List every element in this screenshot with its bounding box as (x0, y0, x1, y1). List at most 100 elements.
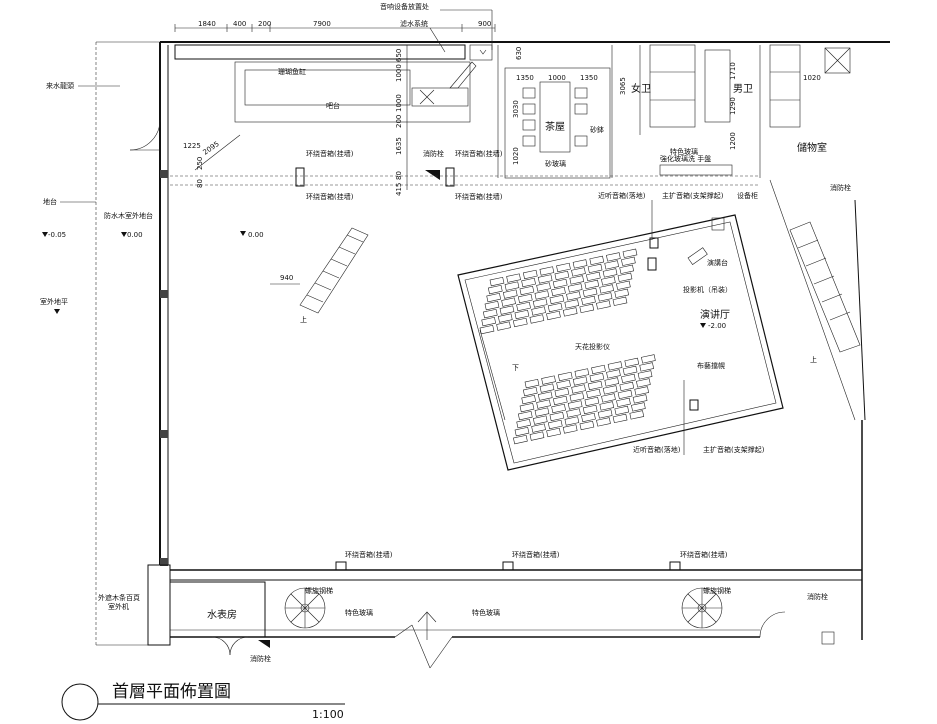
label-filter-system: 滤水系统 (400, 19, 428, 28)
seat (637, 370, 653, 380)
seat (539, 383, 555, 393)
seat (621, 373, 636, 384)
label-lectern: 演講台 (707, 258, 728, 267)
seat (581, 412, 596, 423)
seat (487, 284, 503, 295)
seat (604, 260, 620, 270)
seat (584, 396, 600, 407)
label-down: 下 (512, 364, 519, 372)
seat (641, 354, 656, 364)
seat (632, 394, 648, 404)
seat (579, 303, 595, 314)
seat (537, 391, 553, 401)
plan-title: 首層平面佈置圖 (112, 682, 231, 702)
dim-3030: 3030 (512, 100, 520, 118)
seat (582, 287, 598, 298)
label-water-meter: 水表房 (207, 608, 237, 621)
label-near-speaker-bottom: 近听音箱(落地) (633, 445, 681, 454)
seat (497, 313, 513, 323)
label-male-wc: 男卫 (733, 83, 753, 95)
seat (522, 386, 538, 397)
seat (619, 264, 635, 274)
seat (606, 369, 621, 379)
seat (513, 434, 528, 445)
seat (546, 427, 561, 438)
label-female-wc: 女卫 (631, 82, 651, 95)
seat (547, 302, 563, 313)
seat (622, 248, 638, 258)
seat (566, 291, 581, 301)
plan-scale: 1:100 (312, 708, 344, 721)
dim-415: 415 (395, 183, 403, 196)
dim-2095: 2095 (202, 140, 221, 157)
label-surround-speaker-5: 环绕音箱(挂墙) (345, 550, 393, 559)
dim-1350b: 1350 (580, 74, 598, 82)
label-surround-speaker-4: 环绕音箱(挂墙) (455, 192, 503, 201)
seat (514, 426, 530, 437)
seat (539, 266, 555, 276)
seat (586, 388, 601, 399)
dim-1840: 1840 (198, 20, 216, 28)
seat (506, 273, 521, 283)
seat (571, 267, 586, 277)
seat (631, 402, 646, 412)
seat (514, 309, 530, 320)
label-louver-outdoor-2: 室外机 (108, 602, 129, 611)
seat (612, 296, 628, 306)
seat (549, 411, 565, 422)
label-waterproof-platform: 防水木室外地台 (104, 211, 153, 220)
seating-rows (479, 248, 656, 445)
dim-400: 400 (233, 20, 246, 28)
label-surround-speaker-3: 环绕音箱(挂墙) (455, 149, 503, 158)
seat (481, 316, 497, 327)
seat (634, 386, 650, 396)
seat (596, 417, 611, 427)
seat (587, 380, 603, 391)
seat (607, 361, 623, 371)
label-coral-tank: 珊瑚鱼缸 (278, 67, 306, 76)
seat (547, 419, 563, 430)
seat (546, 310, 561, 321)
seat (606, 252, 621, 262)
seat (616, 397, 631, 408)
label-tempered-glass-sink: 強化玻璃洗 手盤 (660, 154, 711, 163)
dim-1020: 1020 (512, 147, 520, 165)
seat (599, 284, 615, 294)
dim-1000b: 1000 (395, 94, 403, 112)
seat (556, 379, 571, 390)
label-spiral-stair-left: 螺旋钢梯 (305, 586, 333, 595)
seat (529, 314, 545, 324)
label-sand-basin: 砂鉢 (590, 125, 604, 134)
dim-1200: 1200 (729, 132, 737, 150)
seat (564, 416, 580, 426)
seat (579, 420, 595, 431)
seat (521, 394, 537, 405)
seat (564, 299, 580, 309)
seat (597, 292, 613, 302)
label-projector: 投影机（吊装） (683, 285, 732, 294)
seat (612, 413, 628, 424)
seat (551, 403, 566, 414)
label-hydrant-bottom-right: 消防栓 (807, 592, 828, 601)
seat (622, 365, 638, 376)
speakers-bottom: 环绕音箱(挂墙) 环绕音箱(挂墙) 环绕音箱(挂墙) (335, 550, 728, 571)
dim-1000: 1000 (548, 74, 566, 82)
dim-250: 250 (196, 157, 204, 170)
outer-walls (95, 41, 890, 646)
seat (516, 418, 532, 429)
label-lecture-hall: 演讲厅 (700, 308, 730, 321)
label-ceiling-screen: 天花投影仪 (575, 342, 610, 351)
seat (536, 282, 551, 292)
seat (552, 395, 568, 406)
seat (532, 298, 548, 308)
seat (502, 289, 518, 299)
label-near-speaker-top: 近听音箱(落地) (598, 191, 646, 200)
bar-area: 珊瑚鱼缸 吧台 650 1000 1000 200 1635 80 415 (174, 44, 493, 196)
seat (597, 409, 613, 419)
seat (479, 324, 495, 335)
seat (557, 371, 573, 382)
label-special-glass-1: 特色玻璃 (345, 608, 373, 617)
seat (614, 405, 630, 416)
label-main-speaker-top: 主扩音箱(支架撑起) (662, 191, 724, 200)
seat (524, 378, 540, 389)
